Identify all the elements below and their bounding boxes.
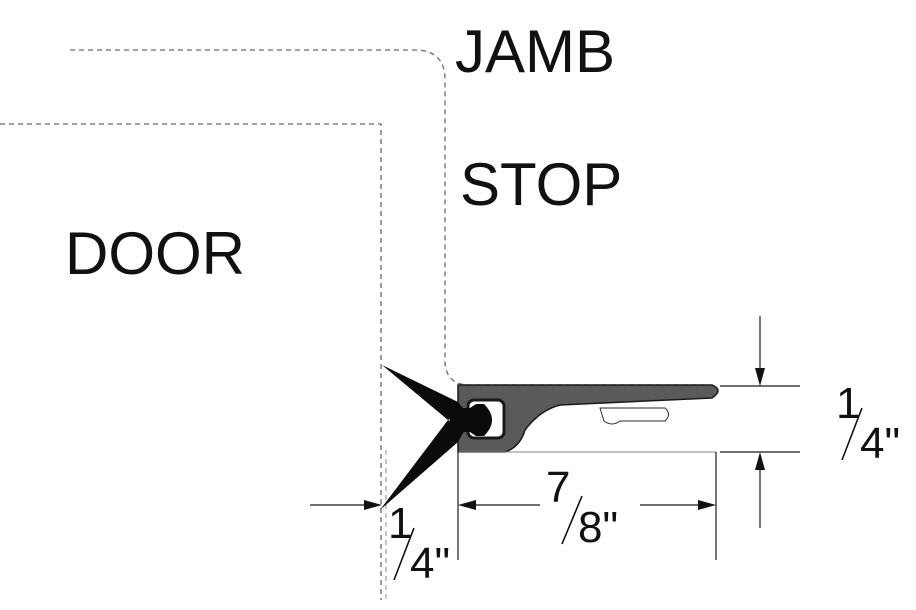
gap-arrow bbox=[364, 500, 382, 510]
length-fraction: 7 8" bbox=[546, 463, 618, 552]
stop-label: STOP bbox=[460, 151, 622, 218]
fin-lower bbox=[380, 420, 466, 510]
height-numerator: 1 bbox=[836, 379, 860, 428]
length-dimension bbox=[457, 452, 717, 560]
gap-fraction: 1 4" bbox=[388, 499, 450, 588]
jamb-label: JAMB bbox=[455, 18, 615, 85]
door-label: DOOR bbox=[65, 220, 245, 287]
gap-denominator: 4" bbox=[410, 539, 450, 588]
height-denominator: 4" bbox=[860, 419, 900, 468]
fin-upper bbox=[382, 365, 466, 420]
length-numerator: 7 bbox=[546, 463, 570, 512]
length-denominator: 8" bbox=[578, 503, 618, 552]
length-arrow-left bbox=[458, 500, 476, 510]
gap-numerator: 1 bbox=[388, 499, 412, 548]
height-arrow-bottom bbox=[755, 452, 765, 470]
fin-stem bbox=[450, 404, 492, 436]
height-arrow-top bbox=[755, 368, 765, 386]
seal-flange bbox=[457, 384, 719, 453]
jamb-stop-outline bbox=[70, 49, 705, 386]
seal-body bbox=[457, 384, 719, 453]
seal-fin bbox=[380, 365, 492, 510]
seal-kerf-slot bbox=[599, 407, 669, 425]
height-dimension bbox=[720, 316, 800, 528]
height-fraction: 1 4" bbox=[836, 379, 900, 468]
door-outline bbox=[0, 123, 382, 600]
gap-dimension bbox=[310, 500, 382, 510]
length-arrow-right bbox=[698, 500, 716, 510]
